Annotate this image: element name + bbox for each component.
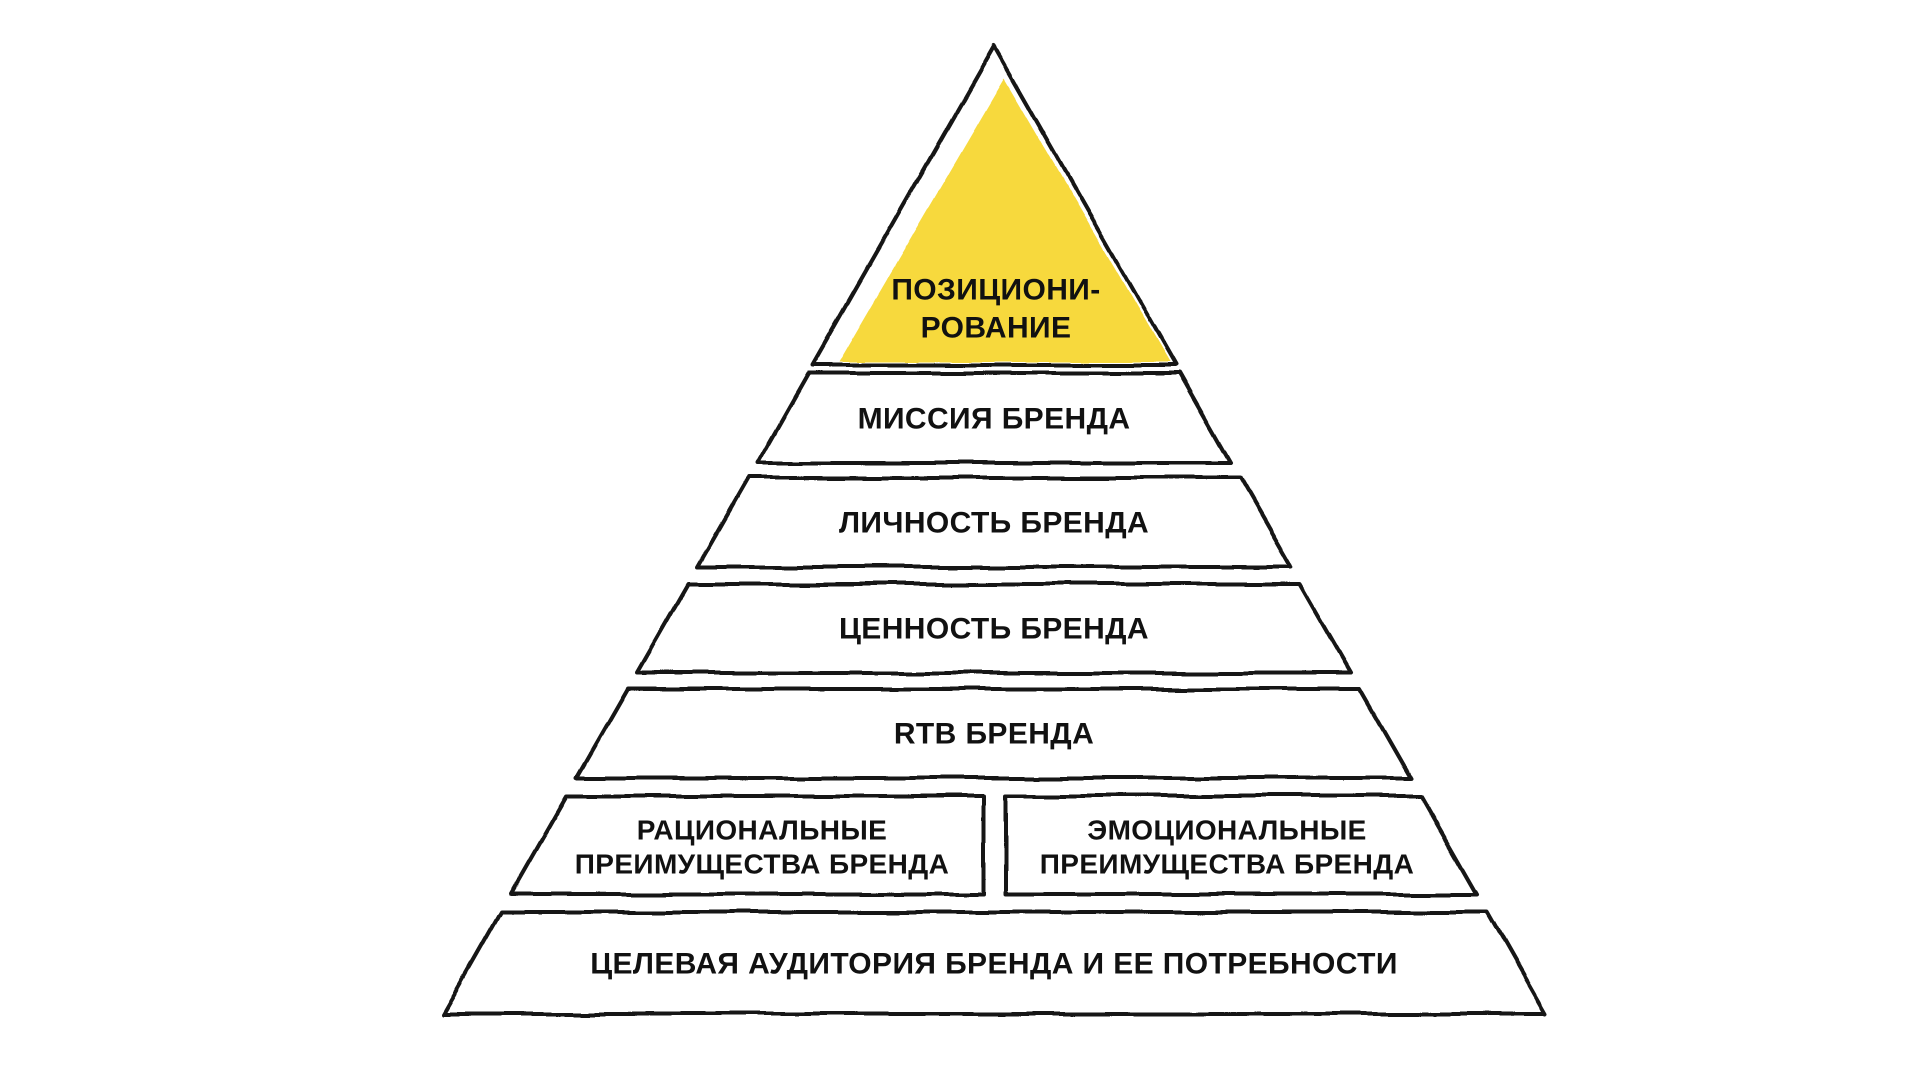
personality-label: ЛИЧНОСТЬ БРЕНДА	[839, 507, 1149, 540]
positioning-triangle-outline	[810, 44, 1178, 367]
positioning-triangle-fill	[838, 78, 1170, 362]
rational-label-line2: ПРЕИМУЩЕСТВА БРЕНДА	[575, 849, 949, 880]
rational-label-line1: РАЦИОНАЛЬНЫЕ	[637, 815, 887, 846]
positioning-label-line2: РОВАНИЕ	[921, 312, 1072, 345]
emotional-label-line1: ЭМОЦИОНАЛЬНЫЕ	[1087, 815, 1366, 846]
positioning-label-line1: ПОЗИЦИОНИ-	[891, 274, 1100, 307]
value-label: ЦЕННОСТЬ БРЕНДА	[839, 613, 1149, 646]
level-emotional-shape	[1004, 794, 1479, 896]
level-rtb-shape	[575, 687, 1413, 780]
level-mission-shape	[755, 371, 1233, 465]
pyramid-labels: ПОЗИЦИОНИ- РОВАНИЕ МИССИЯ БРЕНДА ЛИЧНОСТ…	[575, 274, 1414, 981]
mission-label: МИССИЯ БРЕНДА	[858, 403, 1131, 436]
emotional-label-line2: ПРЕИМУЩЕСТВА БРЕНДА	[1040, 849, 1414, 880]
level-value-shape	[635, 582, 1353, 675]
level-rational-shape	[509, 794, 986, 896]
audience-label: ЦЕЛЕВАЯ АУДИТОРИЯ БРЕНДА И ЕЕ ПОТРЕБНОСТ…	[590, 948, 1398, 981]
pyramid-shapes	[441, 44, 1547, 1016]
level-personality-shape	[695, 476, 1293, 569]
rtb-label: RTB БРЕНДА	[894, 718, 1094, 751]
level-audience-shape	[441, 910, 1547, 1016]
